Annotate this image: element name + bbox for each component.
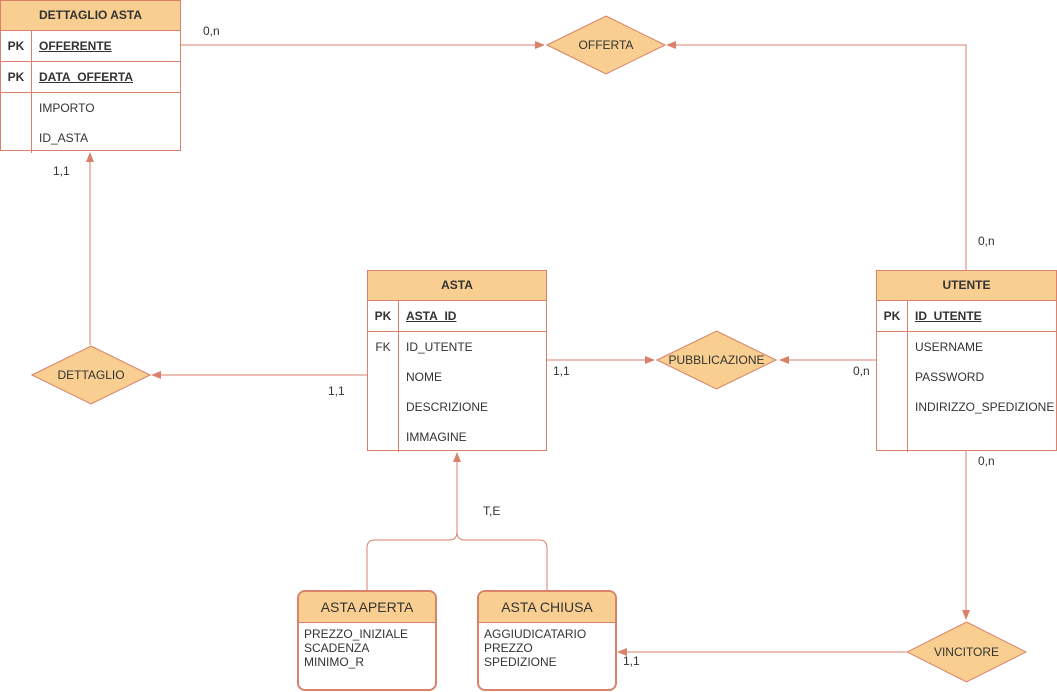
- relationship-vincitore[interactable]: VINCITORE: [906, 621, 1027, 683]
- relationship-offerta[interactable]: OFFERTA: [546, 15, 666, 75]
- key-marker: PK: [1, 62, 32, 92]
- entity-row: USERNAME: [877, 332, 1056, 362]
- entity-title: UTENTE: [877, 271, 1056, 301]
- cardinality-utente-offerta: 0,n: [978, 234, 995, 248]
- subtype-title: ASTA CHIUSA: [479, 592, 615, 623]
- entity-row: NOME: [368, 362, 546, 392]
- field-name: IMPORTO: [39, 101, 95, 115]
- key-marker: PK: [368, 301, 399, 331]
- entity-row: FK ID_UTENTE: [368, 332, 546, 362]
- field-name: PASSWORD: [915, 370, 985, 384]
- entity-row: PK ID_UTENTE: [877, 301, 1056, 332]
- key-marker: [1, 93, 32, 123]
- field-name: INDIRIZZO_SPEDIZIONE: [915, 400, 1055, 414]
- cardinality-asta-chiusa-vincitore: 1,1: [623, 654, 640, 668]
- subtype-attribute: SPEDIZIONE: [484, 655, 557, 669]
- key-marker: FK: [368, 332, 399, 362]
- entity-asta[interactable]: ASTA PK ASTA_ID FK ID_UTENTE NOME DESCRI…: [367, 270, 547, 452]
- link-generalization: [366, 531, 548, 590]
- cardinality-utente-vincitore: 0,n: [978, 454, 995, 468]
- field-name: ID_UTENTE: [406, 340, 473, 354]
- cardinality-dettaglio-asta-offerta: 0,n: [203, 24, 220, 38]
- key-marker: [877, 392, 908, 422]
- entity-row: ID_ASTA: [1, 123, 180, 153]
- entity-row: PK OFFERENTE: [1, 31, 180, 62]
- relationship-label: PUBBLICAZIONE: [668, 353, 765, 367]
- link-utente-offerta: [666, 41, 967, 270]
- key-marker: PK: [877, 301, 908, 331]
- field-name: ID_ASTA: [39, 131, 89, 145]
- key-marker: PK: [1, 31, 32, 61]
- field-name: ASTA_ID: [406, 309, 457, 323]
- cardinality-dettaglio-asta-dettaglio: 1,1: [53, 164, 70, 178]
- key-marker: [877, 362, 908, 392]
- cardinality-asta-dettaglio: 1,1: [328, 384, 345, 398]
- entity-row: IMMAGINE: [368, 422, 546, 452]
- subtype-attribute: SCADENZA: [304, 641, 370, 655]
- field-name: DATA_OFFERTA: [39, 70, 133, 84]
- field-name: OFFERENTE: [39, 39, 112, 53]
- field-name: DESCRIZIONE: [406, 400, 489, 414]
- cardinality-asta-pubblicazione: 1,1: [553, 364, 570, 378]
- relationship-label: VINCITORE: [933, 645, 1000, 659]
- entity-utente[interactable]: UTENTE PK ID_UTENTE USERNAME PASSWORD IN…: [876, 270, 1057, 452]
- subtype-asta-chiusa[interactable]: ASTA CHIUSA AGGIUDICATARIO PREZZO SPEDIZ…: [477, 590, 617, 691]
- key-marker: [368, 422, 399, 452]
- relationship-label: OFFERTA: [578, 38, 634, 52]
- key-marker: [877, 332, 908, 362]
- field-name: IMMAGINE: [406, 430, 467, 444]
- entity-dettaglio-asta[interactable]: DETTAGLIO ASTA PK OFFERENTE PK DATA_OFFE…: [0, 0, 181, 153]
- entity-title: DETTAGLIO ASTA: [1, 1, 180, 31]
- key-marker: [368, 392, 399, 422]
- field-name: [908, 422, 915, 452]
- key-marker: [368, 362, 399, 392]
- key-marker: [1, 123, 32, 153]
- entity-row: [877, 422, 1056, 452]
- subtype-attribute: PREZZO: [484, 641, 533, 655]
- generalization-label: T,E: [483, 504, 501, 518]
- field-name: NOME: [406, 370, 442, 384]
- entity-row: PK ASTA_ID: [368, 301, 546, 332]
- subtype-attribute: PREZZO_INIZIALE: [304, 627, 409, 641]
- subtype-attribute: MINIMO_R: [304, 655, 364, 669]
- key-marker: [877, 422, 908, 452]
- entity-row: PASSWORD: [877, 362, 1056, 392]
- subtype-asta-aperta[interactable]: ASTA APERTA PREZZO_INIZIALE SCADENZA MIN…: [297, 590, 437, 691]
- entity-title: ASTA: [368, 271, 546, 301]
- relationship-label: DETTAGLIO: [57, 368, 125, 382]
- subtype-attribute: AGGIUDICATARIO: [484, 627, 587, 641]
- relationship-dettaglio[interactable]: DETTAGLIO: [31, 345, 151, 405]
- field-name: ID_UTENTE: [915, 309, 982, 323]
- entity-row: INDIRIZZO_SPEDIZIONE: [877, 392, 1056, 422]
- cardinality-utente-pubblicazione: 0,n: [853, 364, 870, 378]
- field-name: USERNAME: [915, 340, 984, 354]
- entity-row: DESCRIZIONE: [368, 392, 546, 422]
- relationship-pubblicazione[interactable]: PUBBLICAZIONE: [656, 330, 777, 390]
- subtype-title: ASTA APERTA: [299, 592, 435, 623]
- entity-row: PK DATA_OFFERTA: [1, 62, 180, 93]
- entity-row: IMPORTO: [1, 93, 180, 123]
